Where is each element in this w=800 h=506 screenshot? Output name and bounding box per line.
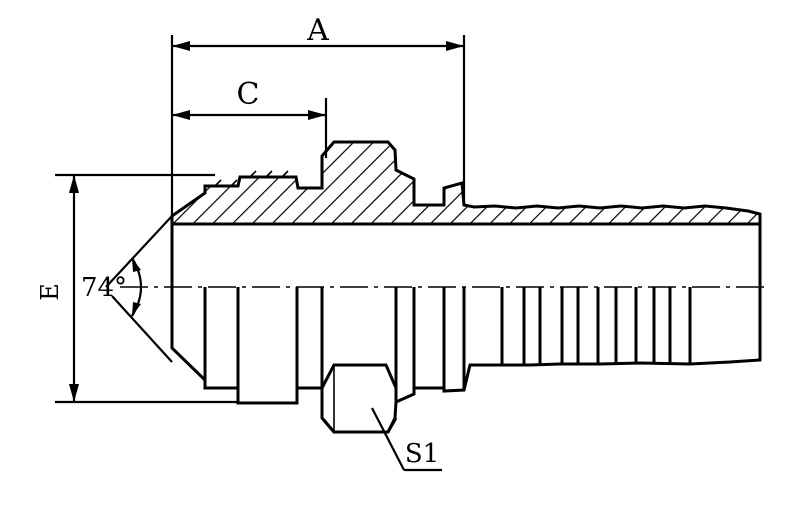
dim-c-arrow-right — [308, 110, 326, 120]
angle-label: 74° — [81, 273, 127, 303]
lower-feature-lines — [203, 287, 762, 403]
hex-nut-view — [320, 363, 398, 434]
dim-a-arrow-right — [446, 41, 464, 51]
outer-profile-lower — [170, 214, 762, 434]
cone-line-lower — [111, 295, 173, 363]
dim-c-arrow-left — [172, 110, 190, 120]
dim-a-arrow-left — [172, 41, 190, 51]
dim-e-arrow-top — [69, 175, 79, 193]
thread-marks — [214, 170, 289, 187]
dim-a-label: A — [306, 13, 329, 48]
s1-label: S1 — [405, 439, 439, 469]
dim-e-arrow-bottom — [69, 384, 79, 402]
angle-arrow-bottom — [132, 302, 141, 316]
section-hatched-body — [170, 140, 762, 226]
dim-e-label: E — [36, 283, 64, 301]
cone-line-upper — [105, 215, 173, 288]
dim-c-label: C — [237, 77, 260, 112]
s1-leader — [371, 407, 405, 471]
angle-arrow-top — [132, 258, 141, 272]
